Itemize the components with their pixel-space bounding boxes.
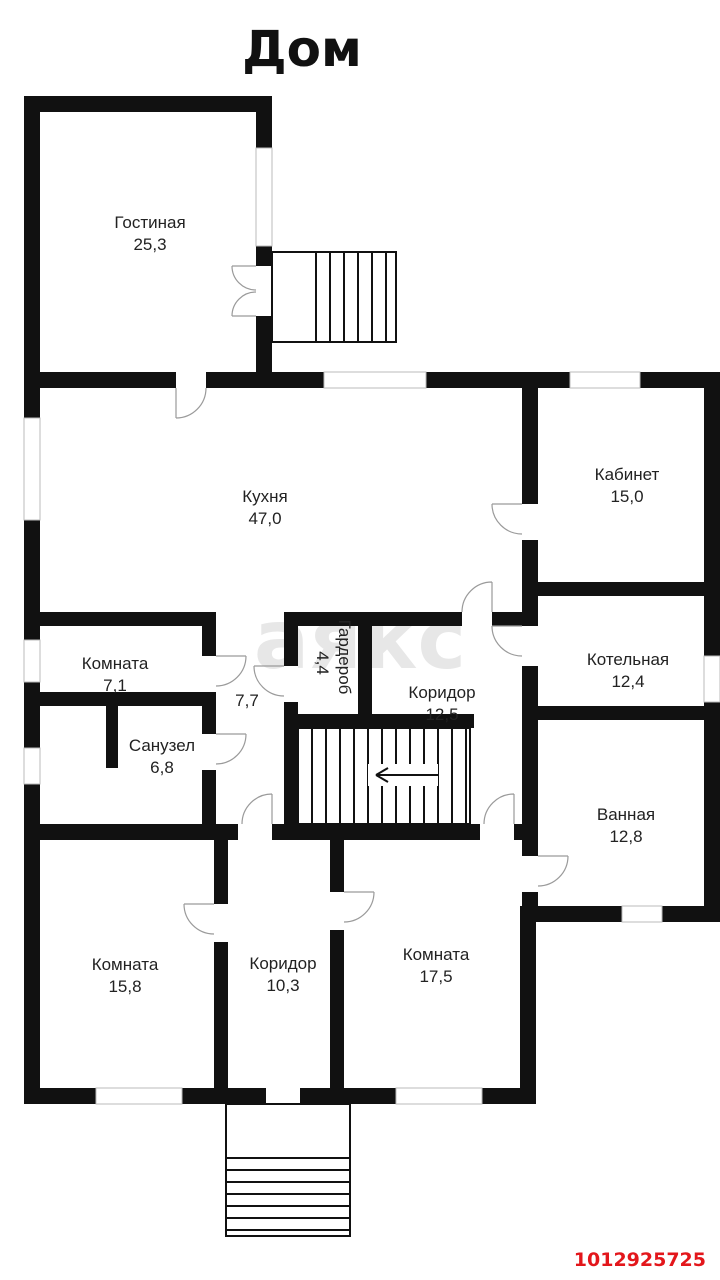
door-kitchen-office [491, 503, 523, 535]
wall-living-top [24, 96, 272, 112]
door-living-kitchen [175, 387, 207, 419]
door-corridor-room-right [483, 793, 515, 825]
room-hall-area: 7,7 [235, 691, 259, 710]
wall-lower-divider-1 [214, 824, 228, 1104]
door-room-small [215, 655, 247, 687]
wall-outer-left [24, 96, 40, 1104]
wall-lower-top [24, 824, 536, 840]
room-living-name: Гостиная [114, 213, 185, 232]
door-room-right [343, 891, 375, 923]
wall-wardrobe-right [358, 612, 372, 716]
room-office-name: Кабинет [595, 465, 660, 484]
wall-room-small-right [202, 612, 216, 826]
stairs-inner [297, 727, 471, 825]
window-left-kitchen [23, 417, 41, 521]
room-small-area: 7,1 [103, 676, 127, 695]
room-office-area: 15,0 [610, 487, 643, 506]
door-living-porch [231, 265, 257, 317]
wall-bath-bottom [520, 906, 720, 922]
doors [175, 265, 569, 1137]
room-living-area: 25,3 [133, 235, 166, 254]
room-small-name: Комната [82, 654, 149, 673]
windows [23, 147, 720, 1105]
room-corridor-lower-name: Коридор [249, 954, 316, 973]
stairs-porch [271, 251, 397, 343]
door-hall-lower [241, 793, 273, 825]
wall-wc-stub [106, 706, 118, 768]
wall-right-lower [520, 906, 536, 1104]
room-boiler-area: 12,4 [611, 672, 644, 691]
door-wc [215, 733, 247, 765]
wall-boiler-bottom [522, 706, 720, 720]
room-boiler-name: Котельная [587, 650, 669, 669]
window-right-boiler [703, 655, 720, 703]
room-bath-name: Ванная [597, 805, 655, 824]
window-top-kitchen [323, 371, 427, 389]
room-corridor-upper-name: Коридор [408, 683, 475, 702]
door-corridor-boiler [491, 625, 523, 657]
room-kitchen-area: 47,0 [248, 509, 281, 528]
window-bottom-left [95, 1087, 183, 1105]
wall-kitchen-bottom-left [24, 612, 214, 626]
room-right-name: Комната [403, 945, 470, 964]
room-right-area: 17,5 [419, 967, 452, 986]
window-left-wc [23, 747, 41, 785]
room-corridor-lower-area: 10,3 [266, 976, 299, 995]
door-room-left [183, 903, 215, 935]
room-wc-name: Санузел [129, 736, 195, 755]
room-kitchen-name: Кухня [242, 487, 288, 506]
door-kitchen-corridor [461, 581, 493, 613]
page-title: Дом [242, 20, 362, 78]
room-left-name: Комната [92, 955, 159, 974]
room-wardrobe-area: 4,4 [313, 651, 332, 675]
window-top-office [569, 371, 641, 389]
room-wc-area: 6,8 [150, 758, 174, 777]
window-bottom-right [395, 1087, 483, 1105]
room-bath-area: 12,8 [609, 827, 642, 846]
wall-room-small-bottom [24, 692, 216, 706]
stairs-entrance [225, 1103, 351, 1237]
wall-outer-right [704, 372, 720, 922]
room-left-area: 15,8 [108, 977, 141, 996]
room-wardrobe-name: Гардероб [335, 620, 354, 695]
room-corridor-upper-area: 12,5 [425, 705, 458, 724]
window-bath-bottom [621, 905, 663, 923]
window-living-right [255, 147, 273, 247]
door-wardrobe [253, 665, 285, 697]
wall-lower-divider-2 [330, 824, 344, 1104]
wall-office-bottom [522, 582, 720, 596]
room-labels: Гостиная 25,3 Кухня 47,0 Кабинет 15,0 Ко… [82, 213, 669, 996]
door-bath [537, 855, 569, 887]
listing-id: 1012925725 [574, 1249, 706, 1271]
wall-wardrobe-bottom [284, 714, 474, 728]
window-left-room-small [23, 639, 41, 683]
wall-kitchen-bottom-right [284, 612, 536, 626]
